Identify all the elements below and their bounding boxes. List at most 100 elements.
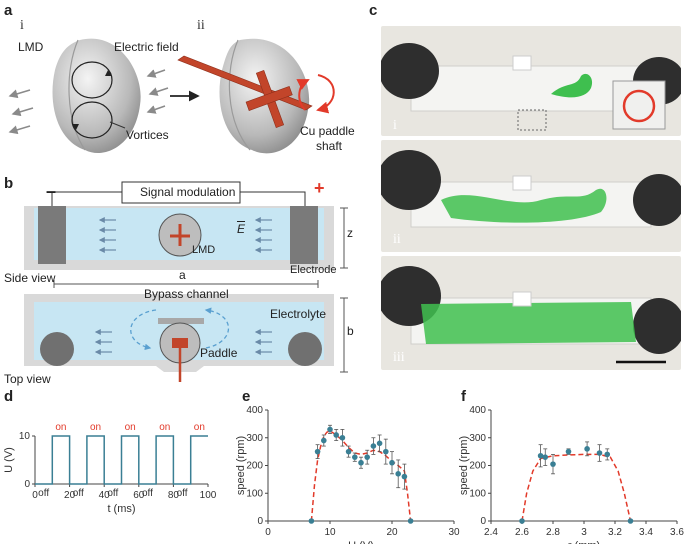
d-y-tick-label: 0 [24, 479, 30, 490]
electrolyte-label: Electrolyte [270, 307, 327, 321]
e-data-point [345, 448, 352, 455]
f-x-tick-label: 3.4 [639, 527, 653, 538]
e-data-point [376, 440, 383, 447]
top-view-label: Top view [4, 372, 51, 386]
e-y-tick-label: 100 [246, 488, 263, 499]
panel-label-f: f [461, 388, 466, 405]
chart-e: 01020300100200300400U (V)speed (rpm) [235, 405, 460, 544]
f-data-point [584, 446, 590, 452]
d-on-label: on [55, 422, 66, 433]
d-x-tick-label: 0 [32, 490, 38, 501]
electric-field-label: Electric field [114, 40, 179, 54]
e-data-point [407, 518, 414, 524]
e-data-point [352, 454, 358, 460]
f-y-tick-label: 400 [469, 405, 486, 416]
panel-label-d: d [4, 388, 14, 405]
e-data-point [321, 437, 327, 444]
e-data-point [333, 432, 339, 438]
panel-b-schematic [24, 181, 348, 382]
f-fit-curve [521, 453, 632, 522]
e-fit-curve [310, 429, 412, 522]
e-data-point [401, 473, 408, 480]
d-off-label: off [73, 488, 84, 499]
d-off-label: off [107, 488, 118, 499]
cu-paddle-label: Cu paddle [300, 124, 355, 138]
electrode-left [38, 206, 66, 264]
e-y-tick-label: 200 [246, 461, 263, 472]
panel-label-c: c [369, 2, 378, 19]
paddle-top [172, 338, 188, 348]
field-arrows [8, 69, 169, 135]
e-x-tick-label: 0 [265, 527, 271, 538]
d-x-tick-label: 80 [168, 490, 180, 501]
electrode-label: Electrode [290, 264, 337, 276]
electrode-top-right [288, 332, 322, 366]
a-i-label: i [20, 18, 24, 33]
chart-f: 2.42.62.833.23.43.60100200300400r (mm)sp… [458, 405, 684, 544]
e-data-point [358, 459, 364, 466]
d-off-label: off [38, 488, 49, 499]
vortex-top [71, 61, 113, 99]
f-x-label: r (mm) [568, 540, 600, 544]
f-y-tick-label: 300 [469, 433, 486, 444]
a-ii-label: ii [197, 18, 205, 33]
e-data-point [339, 434, 346, 441]
e-y-tick-label: 300 [246, 433, 263, 444]
dim-z-label: z [347, 226, 353, 240]
minus-sign: – [46, 181, 57, 201]
d-on-label: on [159, 422, 170, 433]
e-data-point [314, 448, 321, 455]
e-x-tick-label: 30 [448, 527, 460, 538]
e-data-point [389, 459, 395, 466]
e-x-tick-label: 10 [324, 527, 336, 538]
signal-modulation-label: Signal modulation [140, 185, 236, 199]
f-y-tick-label: 0 [480, 516, 486, 527]
e-data-point [383, 448, 389, 455]
bypass-channel-label: Bypass channel [144, 287, 229, 301]
f-data-point [604, 451, 611, 458]
panel-a-illustration [8, 38, 335, 154]
plus-sign: + [314, 178, 325, 198]
panel-label-e: e [242, 388, 251, 405]
f-x-tick-label: 2.6 [515, 527, 529, 538]
e-y-tick-label: 400 [246, 405, 263, 416]
e-data-point [395, 471, 401, 477]
f-x-tick-label: 3.2 [608, 527, 622, 538]
d-x-tick-label: 20 [64, 490, 76, 501]
f-x-tick-label: 2.4 [484, 527, 498, 538]
d-x-tick-label: 40 [99, 490, 111, 501]
shaft-label: shaft [316, 139, 343, 153]
dim-a-label: a [179, 268, 186, 282]
side-view-label: Side view [4, 271, 56, 285]
f-data-point [542, 454, 549, 460]
vortices-label: Vortices [126, 128, 169, 142]
electrode-right [290, 206, 318, 264]
d-series-line [35, 435, 208, 485]
lmd-label: LMD [18, 40, 44, 54]
d-off-label: off [177, 488, 188, 499]
e-data-point [308, 518, 315, 524]
f-data-point [519, 518, 525, 524]
d-x-tick-label: 100 [200, 490, 217, 501]
e-y-label: speed (rpm) [235, 436, 247, 495]
f-data-point [627, 518, 634, 524]
photo-label-ii: ii [393, 232, 401, 247]
d-x-tick-label: 60 [133, 490, 145, 501]
e-y-tick-label: 0 [257, 516, 263, 527]
panel-label-b: b [4, 175, 14, 192]
photo-label-iii: iii [393, 350, 405, 365]
vortex-bottom [71, 101, 113, 139]
d-on-label: on [194, 422, 205, 433]
f-x-tick-label: 3.6 [670, 527, 684, 538]
e-x-label: U (V) [348, 540, 374, 544]
f-data-point [550, 461, 556, 467]
b-lmd-label: LMD [192, 244, 216, 256]
e-data-point [327, 426, 333, 433]
f-data-point [596, 450, 603, 456]
cu-paddle-shaft [177, 55, 313, 129]
f-data-point [537, 452, 544, 459]
d-y-tick-label: 10 [19, 431, 31, 442]
f-y-label: speed (rpm) [458, 436, 470, 495]
d-x-label: t (ms) [107, 503, 135, 515]
